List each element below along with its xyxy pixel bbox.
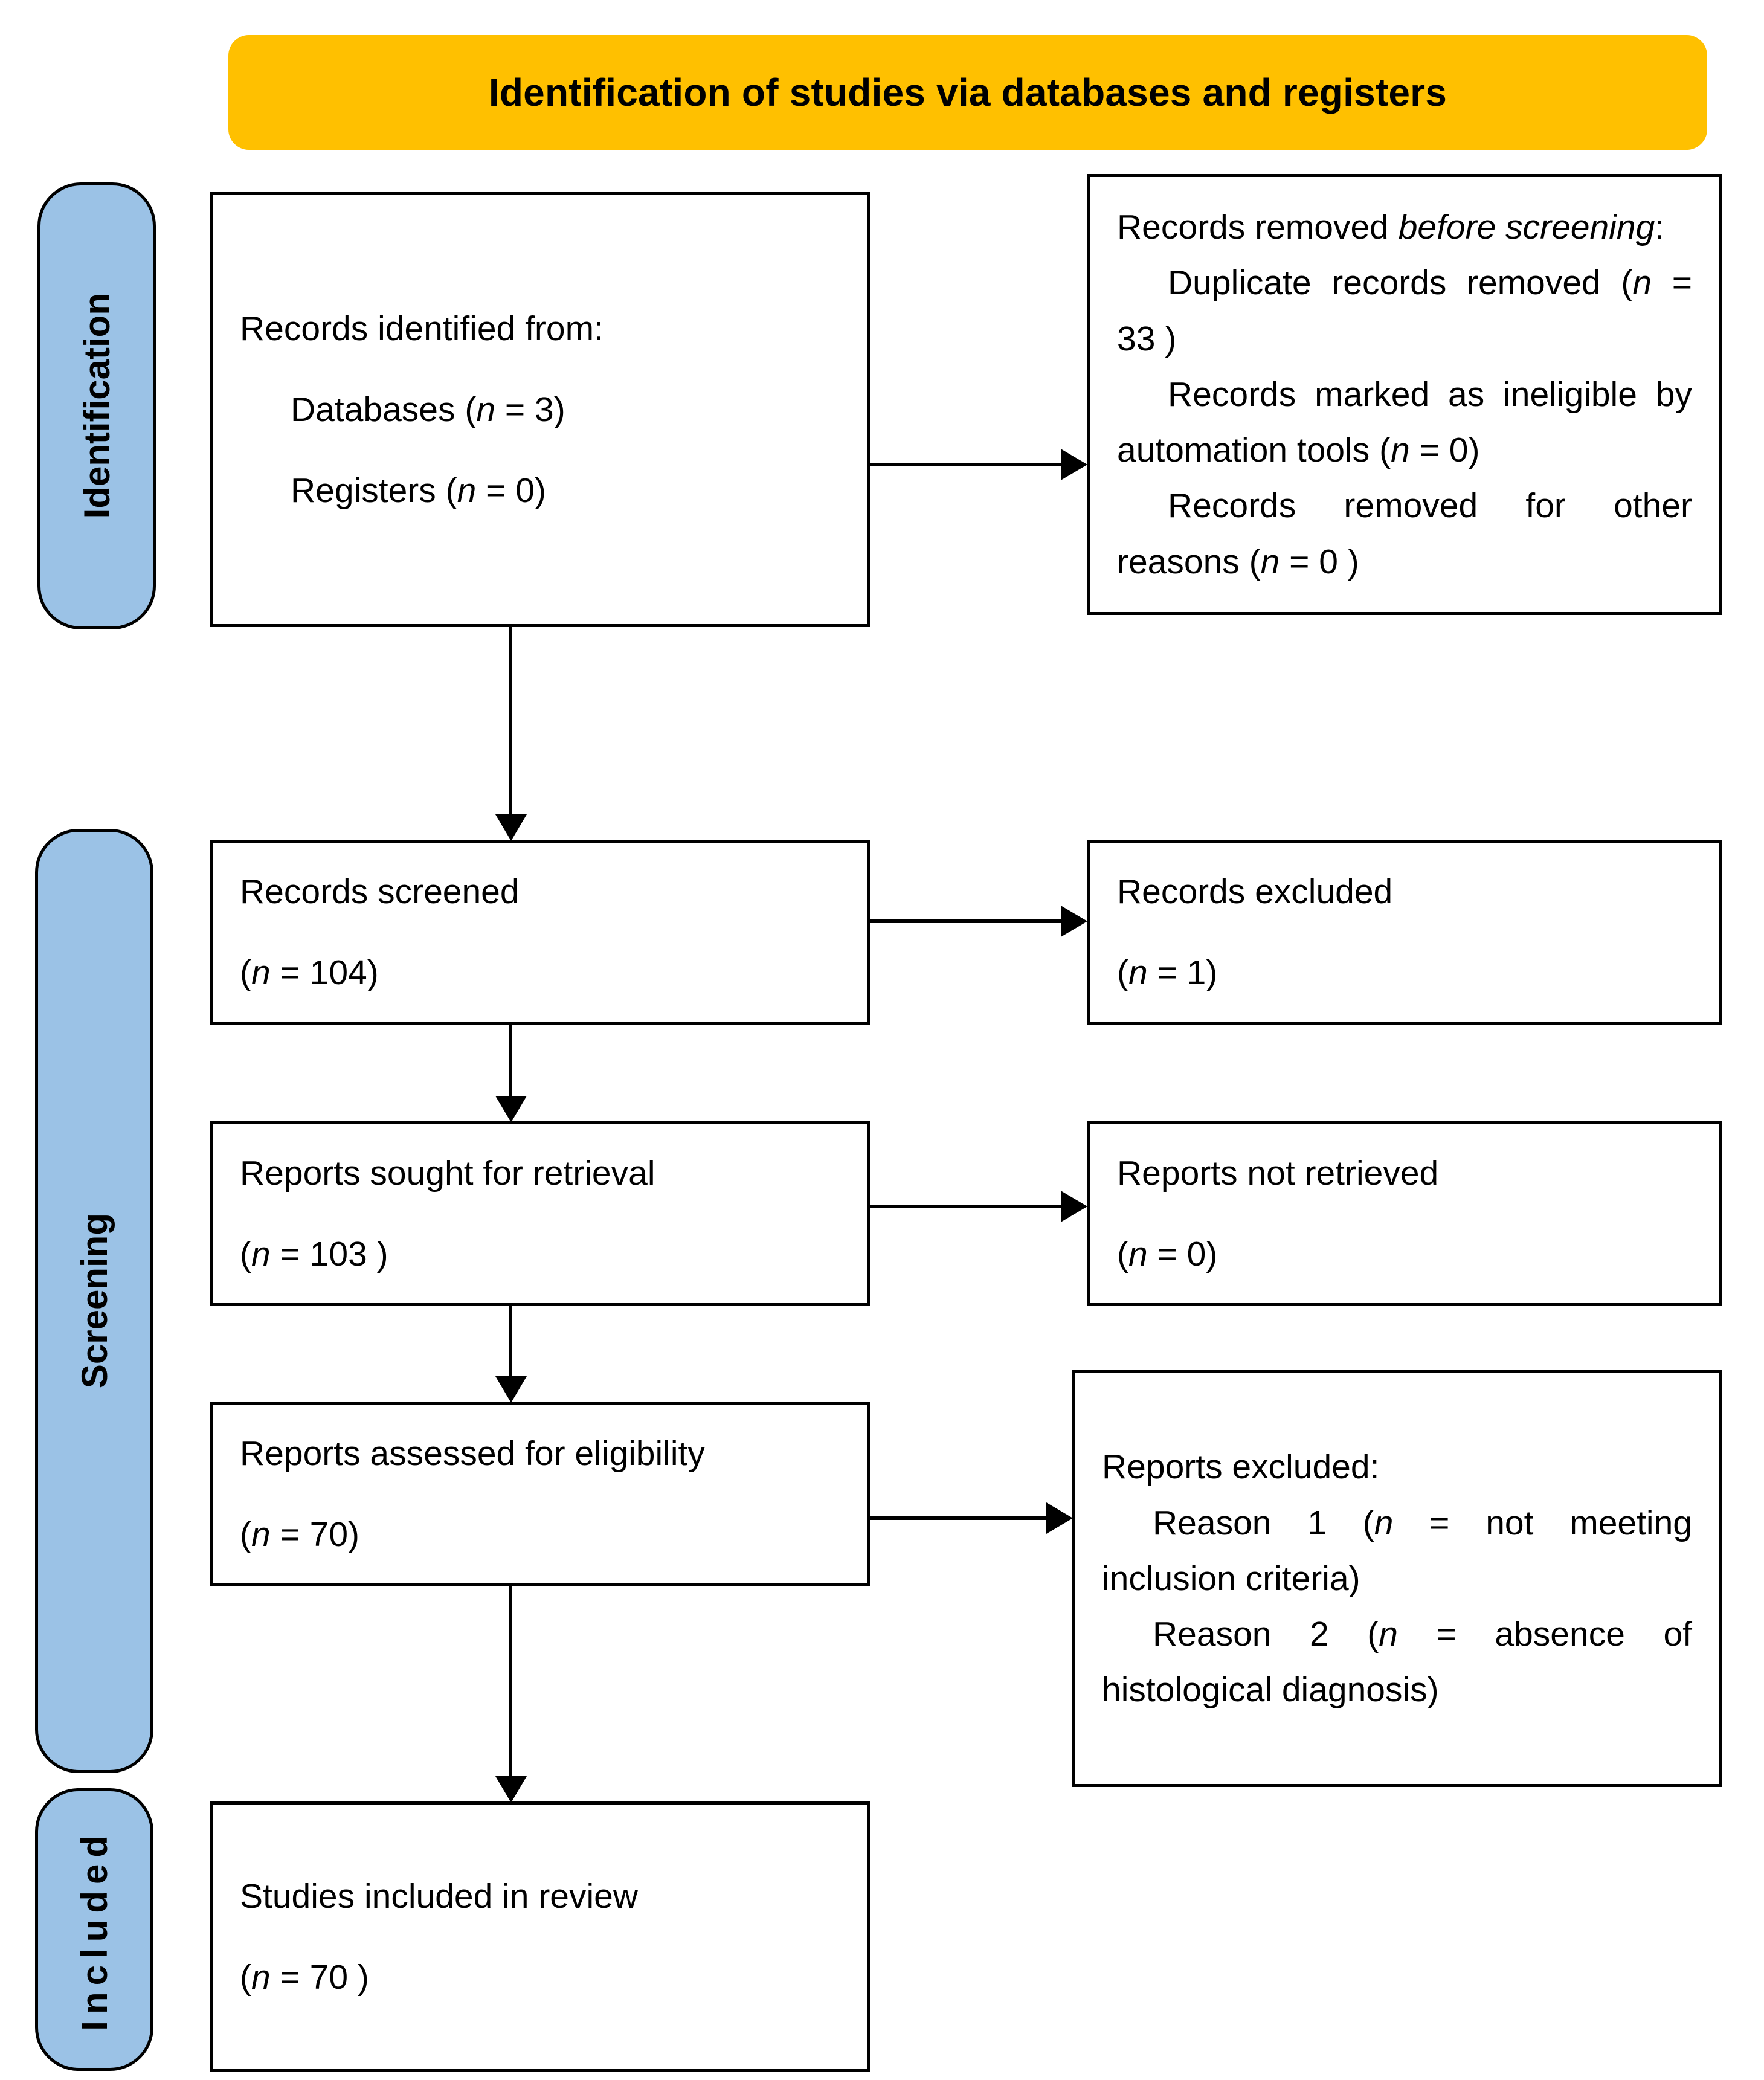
arrowhead-down-icon — [495, 1376, 527, 1403]
box-records-screened: Records screened (n = 104) — [210, 840, 870, 1025]
stage-rail-included: Included — [35, 1788, 153, 2071]
connector-assessed-to-reports-excluded — [870, 1516, 1048, 1520]
studies-included-label: Studies included in review — [240, 1876, 639, 1916]
reports-excluded-reason-2: Reason 2 (n = absence of histological di… — [1102, 1615, 1692, 1710]
reports-not-retrieved-count: (n = 0) — [1117, 1235, 1218, 1273]
connector-screened-to-sought — [509, 1025, 512, 1097]
reports-sought-label: Reports sought for retrieval — [240, 1153, 655, 1193]
records-identified-registers: Registers (n = 0) — [291, 471, 546, 510]
records-removed-duplicates: Duplicate records removed (n = 33 ) — [1117, 263, 1693, 358]
records-identified-databases: Databases (n = 3) — [291, 390, 565, 429]
stage-rail-screening: Screening — [35, 829, 153, 1773]
arrowhead-right-icon — [1061, 906, 1087, 937]
connector-identified-to-screened — [509, 627, 512, 816]
box-records-excluded: Records excluded (n = 1) — [1087, 840, 1722, 1025]
reports-excluded-heading: Reports excluded: — [1102, 1447, 1380, 1487]
reports-assessed-label: Reports assessed for eligibility — [240, 1434, 705, 1473]
connector-identified-to-removed — [870, 463, 1062, 466]
reports-not-retrieved-label: Reports not retrieved — [1117, 1153, 1439, 1193]
records-identified-heading: Records identified from: — [240, 309, 604, 348]
arrowhead-down-icon — [495, 1776, 527, 1803]
box-records-removed-before-screening: Records removed before screening: Duplic… — [1087, 174, 1722, 615]
connector-sought-to-not-retrieved — [870, 1205, 1062, 1208]
box-reports-assessed-for-eligibility: Reports assessed for eligibility (n = 70… — [210, 1402, 870, 1586]
reports-assessed-count: (n = 70) — [240, 1515, 360, 1554]
box-records-identified: Records identified from: Databases (n = … — [210, 192, 870, 627]
records-removed-heading: Records removed before screening: — [1117, 207, 1665, 246]
stage-rail-included-label: Included — [74, 1828, 115, 2031]
arrowhead-right-icon — [1061, 449, 1087, 480]
page-title: Identification of studies via databases … — [488, 70, 1447, 114]
records-screened-label: Records screened — [240, 872, 520, 911]
connector-sought-to-assessed — [509, 1306, 512, 1377]
arrowhead-down-icon — [495, 1096, 527, 1122]
reports-sought-count: (n = 103 ) — [240, 1235, 388, 1273]
arrowhead-right-icon — [1046, 1502, 1073, 1534]
arrowhead-down-icon — [495, 814, 527, 841]
arrowhead-right-icon — [1061, 1191, 1087, 1222]
records-screened-count: (n = 104) — [240, 953, 379, 992]
reports-excluded-reason-1: Reason 1 (n = not meeting inclusion crit… — [1102, 1503, 1692, 1598]
stage-rail-screening-label: Screening — [74, 1213, 115, 1389]
records-excluded-label: Records excluded — [1117, 872, 1393, 911]
box-reports-not-retrieved: Reports not retrieved (n = 0) — [1087, 1121, 1722, 1306]
box-reports-excluded-reasons: Reports excluded: Reason 1 (n = not meet… — [1072, 1370, 1722, 1787]
connector-assessed-to-included — [509, 1586, 512, 1777]
records-excluded-count: (n = 1) — [1117, 953, 1218, 992]
connector-screened-to-excluded — [870, 919, 1062, 923]
box-studies-included-in-review: Studies included in review (n = 70 ) — [210, 1801, 870, 2072]
diagram-header-banner: Identification of studies via databases … — [228, 35, 1707, 150]
records-removed-other: Records removed for other reasons (n = 0… — [1117, 486, 1692, 581]
stage-rail-identification: Identification — [37, 182, 156, 629]
studies-included-count: (n = 70 ) — [240, 1958, 369, 1997]
box-reports-sought-for-retrieval: Reports sought for retrieval (n = 103 ) — [210, 1121, 870, 1306]
stage-rail-identification-label: Identification — [76, 293, 117, 519]
records-removed-ineligible: Records marked as ineligible by automati… — [1117, 375, 1692, 470]
